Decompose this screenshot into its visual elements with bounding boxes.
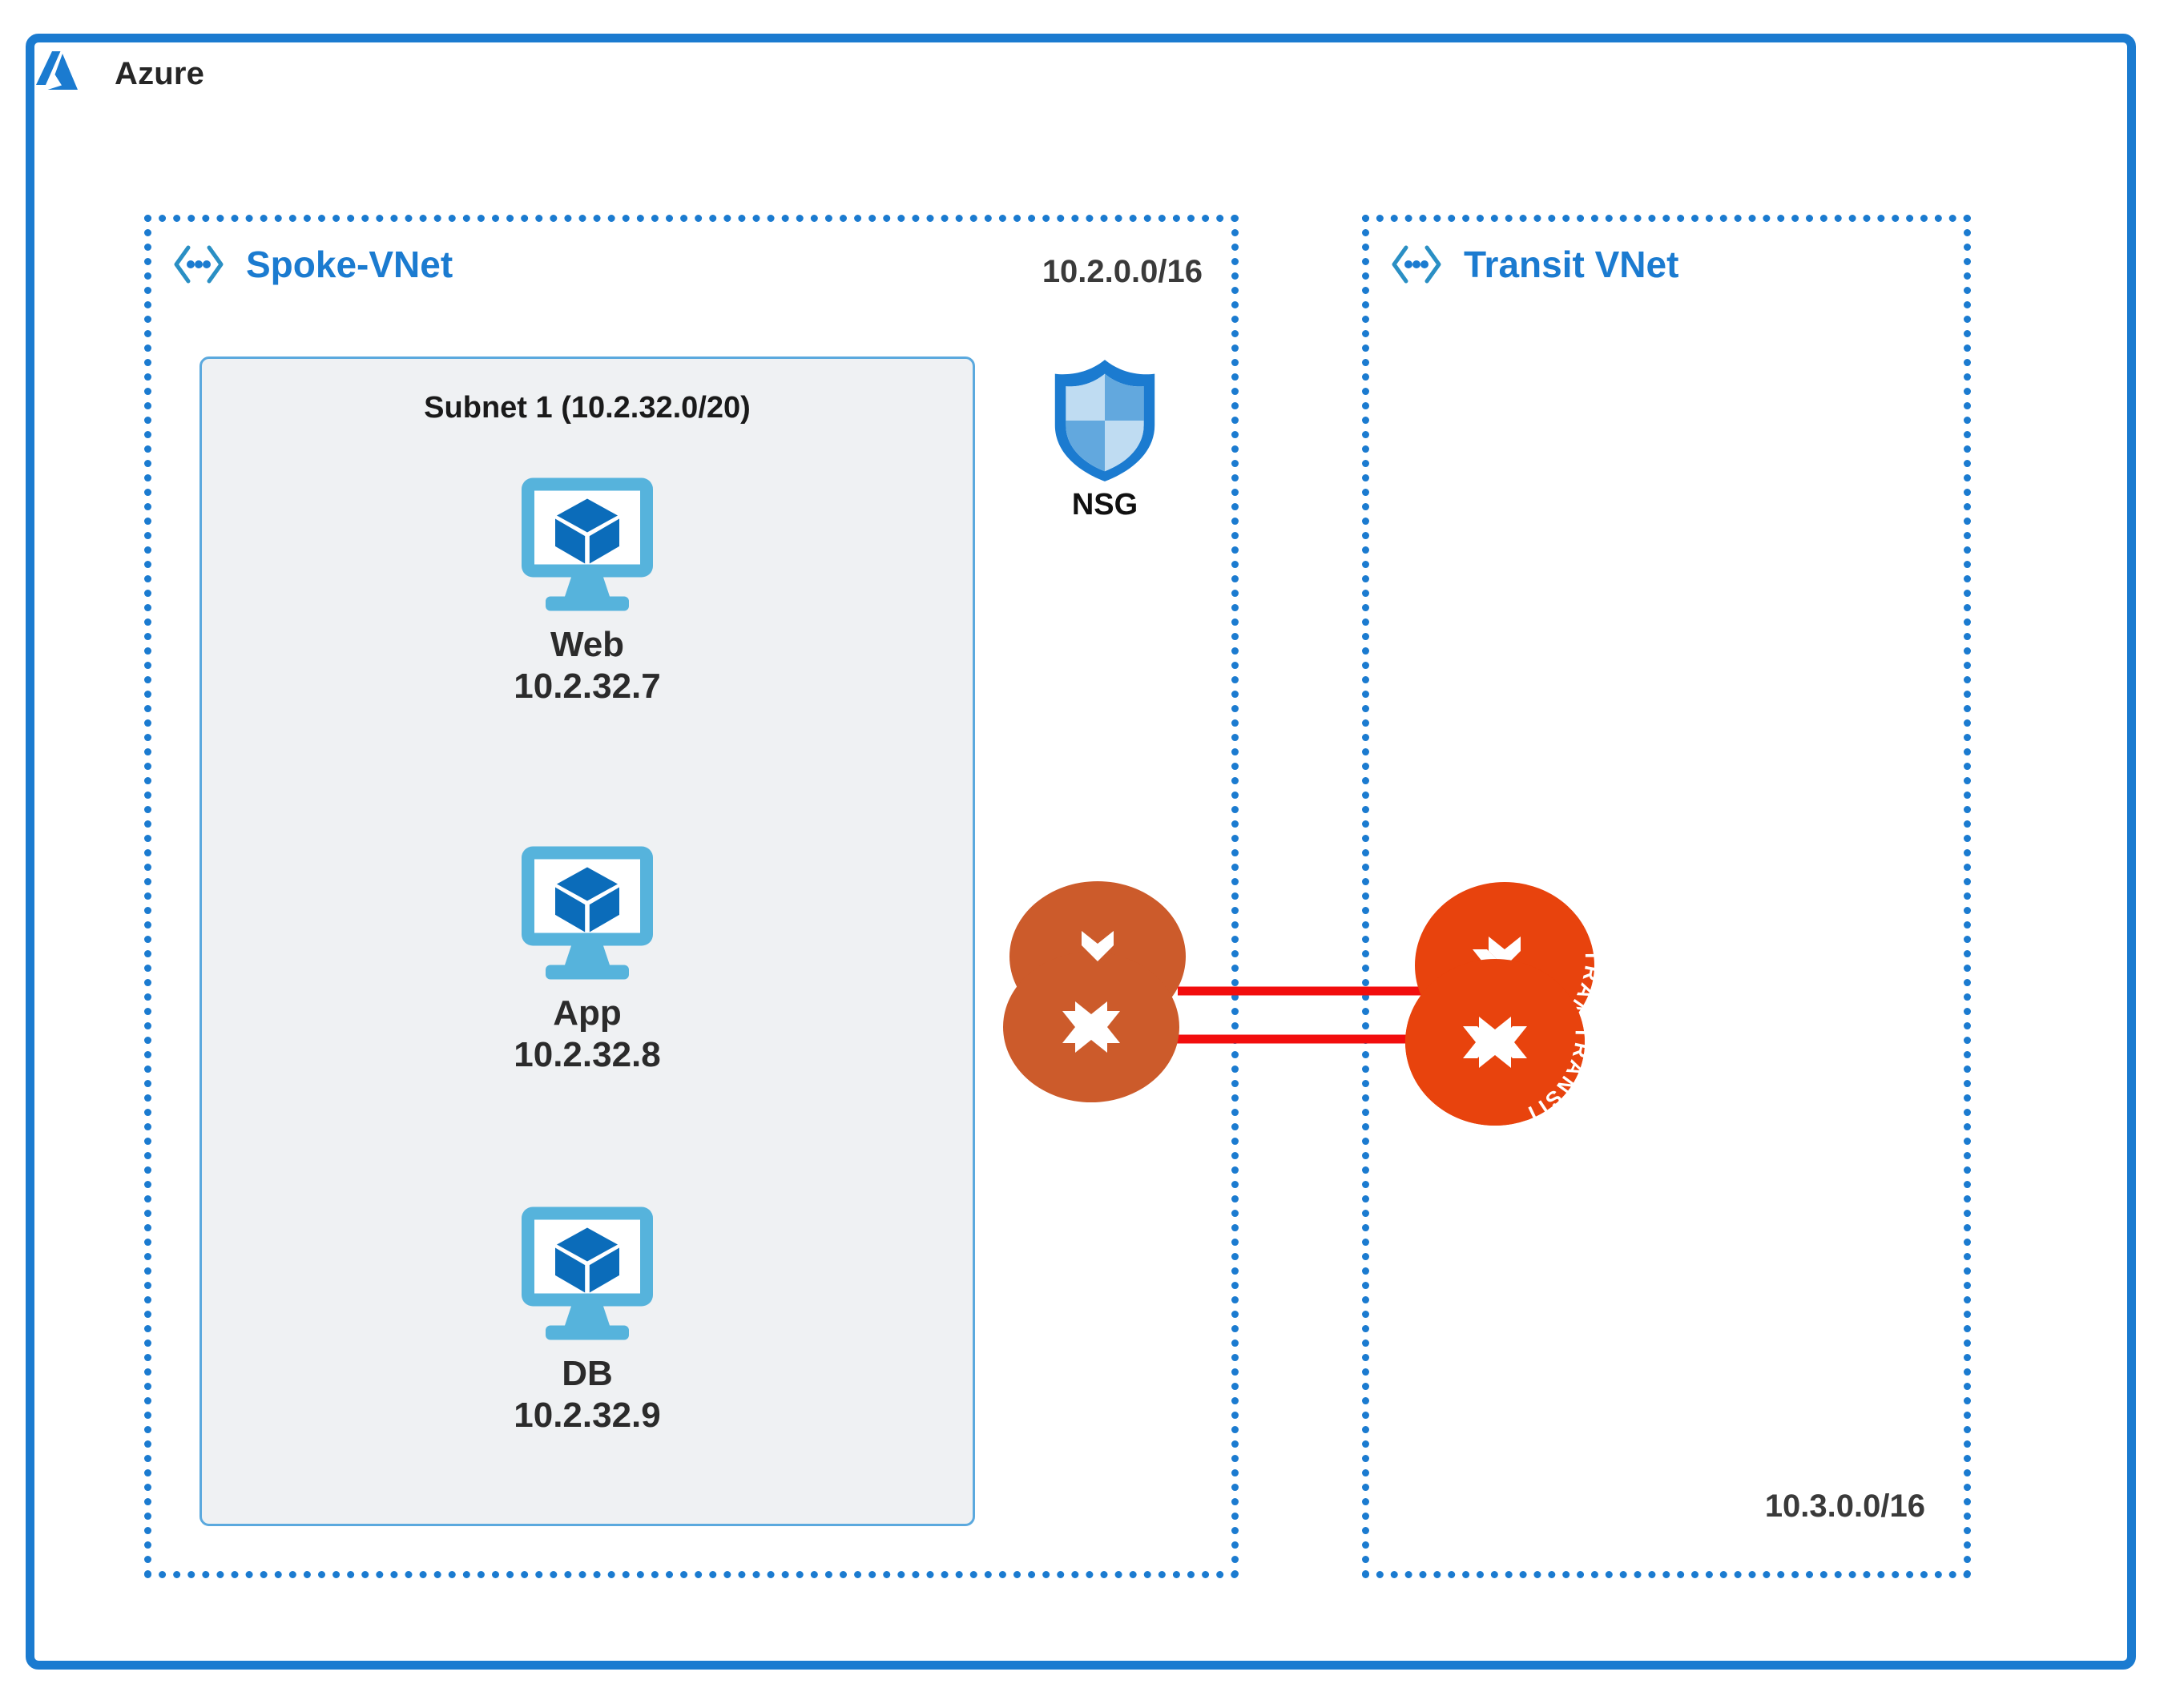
vm-node-web[interactable]: Web 10.2.32.7 — [202, 471, 973, 707]
vnet-header-spoke: Spoke-VNet — [172, 243, 453, 286]
vm-ip-label: 10.2.32.7 — [514, 666, 661, 706]
azure-header: Azure — [36, 48, 204, 99]
router-icon: TRANSIT TRANSIT — [1405, 882, 1602, 1128]
nsg-node[interactable]: NSG — [1025, 357, 1185, 522]
virtual-machine-icon — [522, 477, 653, 611]
nsg-label: NSG — [1071, 488, 1138, 522]
vnet-cidr-spoke: 10.2.0.0/16 — [1042, 254, 1203, 289]
router-node-transit[interactable]: TRANSIT TRANSIT — [1396, 869, 1620, 1142]
virtual-machine-icon — [522, 1206, 653, 1340]
vm-node-app[interactable]: App 10.2.32.8 — [202, 840, 973, 1076]
vnet-name-spoke: Spoke-VNet — [246, 244, 453, 285]
shield-icon — [1054, 360, 1155, 481]
vnet-container-spoke[interactable]: Spoke-VNet 10.2.0.0/16 Subnet 1 (10.2.32… — [144, 215, 1239, 1578]
cloud-name-label: Azure — [115, 55, 205, 91]
vm-node-db[interactable]: DB 10.2.32.9 — [202, 1200, 973, 1436]
router-node-spoke[interactable] — [998, 873, 1199, 1114]
vm-ip-label: 10.2.32.8 — [514, 1034, 661, 1074]
vm-ip-label: 10.2.32.9 — [514, 1395, 661, 1435]
vnet-cidr-transit: 10.3.0.0/16 — [1764, 1488, 1925, 1524]
vnet-header-transit: Transit VNet — [1390, 243, 1678, 286]
vm-name-label: App — [553, 993, 622, 1033]
vm-name-label: Web — [550, 625, 625, 664]
subnet-title-label: Subnet 1 (10.2.32.0/20) — [424, 391, 751, 425]
vnet-icon — [1392, 245, 1441, 284]
azure-logo-icon — [36, 51, 78, 90]
vnet-icon — [174, 245, 224, 284]
vm-name-label: DB — [562, 1354, 613, 1393]
subnet-container[interactable]: Subnet 1 (10.2.32.0/20) Web 10.2.32.7 — [199, 357, 975, 1526]
router-icon — [1003, 881, 1186, 1102]
vnet-container-transit[interactable]: Transit VNet 10.3.0.0/16 — [1362, 215, 1971, 1578]
vnet-name-transit: Transit VNet — [1464, 244, 1679, 285]
virtual-machine-icon — [522, 846, 653, 980]
